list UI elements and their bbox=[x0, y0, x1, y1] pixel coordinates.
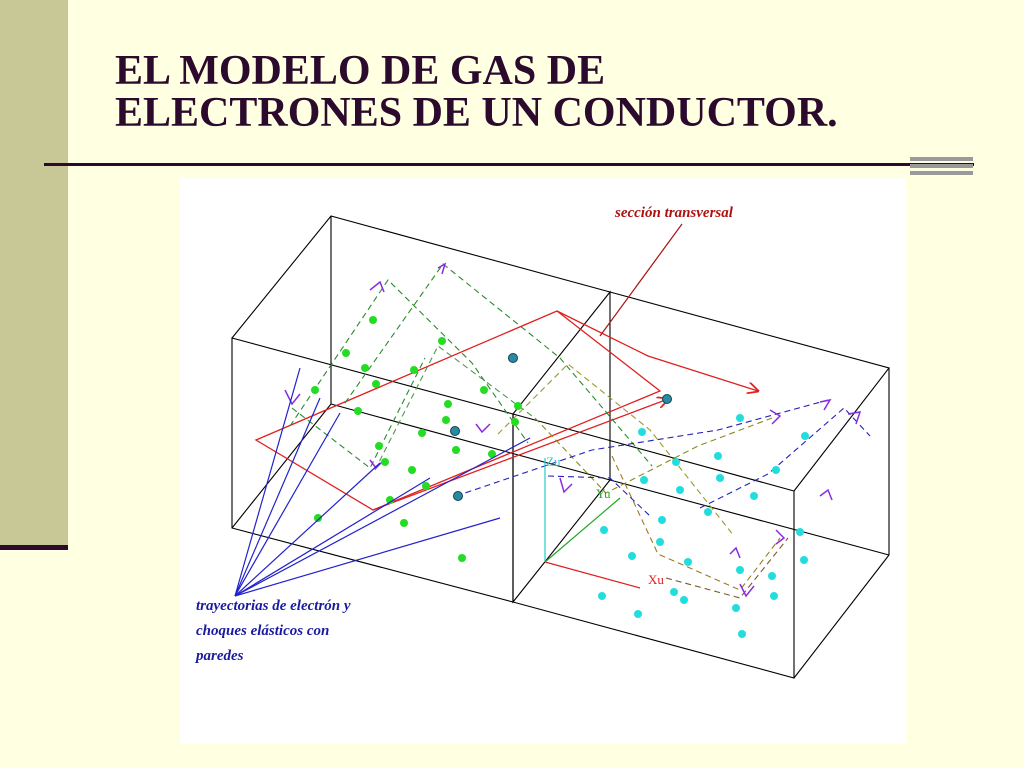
section-label: sección transversal bbox=[614, 205, 734, 221]
electron-dot bbox=[658, 516, 666, 524]
trajectory-label-line-1: trayectorias de electrón y bbox=[196, 598, 351, 614]
electron-dot bbox=[800, 556, 808, 564]
slide-title: EL MODELO DE GAS DE ELECTRONES DE UN CON… bbox=[115, 50, 838, 134]
electron-dot bbox=[442, 416, 450, 424]
leader-line bbox=[234, 437, 531, 597]
electron-dot bbox=[372, 380, 380, 388]
electron-dot bbox=[714, 452, 722, 460]
electron-trajectories bbox=[289, 263, 871, 599]
electron-dot bbox=[438, 337, 446, 345]
electron-dot bbox=[361, 364, 369, 372]
title-line-1: EL MODELO DE GAS DE bbox=[115, 48, 606, 94]
trajectory-leader-lines bbox=[234, 367, 531, 597]
electron-dot bbox=[684, 558, 692, 566]
electron-dot bbox=[511, 418, 519, 426]
electron-dot bbox=[670, 588, 678, 596]
electron-dot bbox=[400, 519, 408, 527]
electron-dot bbox=[768, 572, 776, 580]
leader-line bbox=[234, 412, 341, 597]
local-axes bbox=[544, 458, 641, 589]
electron-dot bbox=[408, 466, 416, 474]
tracked-electron-dot bbox=[662, 394, 672, 404]
electron-dot bbox=[736, 566, 744, 574]
axis-x-label: Xu bbox=[648, 572, 664, 587]
section-plane bbox=[254, 310, 758, 511]
corner-grey-bars bbox=[910, 157, 973, 178]
trajectory-label-line-2: choques elásticos con bbox=[196, 623, 329, 639]
electron-dot bbox=[422, 482, 430, 490]
electron-dot bbox=[640, 476, 648, 484]
electron-dot bbox=[458, 554, 466, 562]
electron-dot bbox=[342, 349, 350, 357]
title-line-2: ELECTRONES DE UN CONDUCTOR. bbox=[115, 90, 838, 136]
electron-dot bbox=[716, 474, 724, 482]
electron-dot bbox=[732, 604, 740, 612]
electron-dot bbox=[676, 486, 684, 494]
electron-dot bbox=[410, 366, 418, 374]
electron-dot bbox=[772, 466, 780, 474]
electron-dot bbox=[418, 429, 426, 437]
tracked-electron-dot bbox=[508, 353, 518, 363]
electron-dot bbox=[386, 496, 394, 504]
electron-dot bbox=[369, 316, 377, 324]
electron-dot bbox=[444, 400, 452, 408]
left-decor-band bbox=[0, 0, 68, 545]
electron-dot bbox=[770, 592, 778, 600]
electron-dot bbox=[311, 386, 319, 394]
tracked-electrons bbox=[450, 353, 672, 501]
leader-line bbox=[234, 462, 381, 597]
electron-dot bbox=[672, 458, 680, 466]
tracked-electron-dot bbox=[453, 491, 463, 501]
electron-dot bbox=[796, 528, 804, 536]
electron-dot bbox=[738, 630, 746, 638]
tracked-electron-dot bbox=[450, 426, 460, 436]
electron-dot bbox=[314, 514, 322, 522]
leader-line bbox=[234, 477, 431, 597]
electron-dot bbox=[634, 610, 642, 618]
leader-line bbox=[234, 367, 301, 597]
section-leader-line bbox=[599, 223, 683, 337]
electron-dot bbox=[600, 526, 608, 534]
axis-z-label: Zu bbox=[546, 454, 561, 469]
right-electrons bbox=[598, 414, 809, 638]
electron-dot bbox=[375, 442, 383, 450]
trajectory-label-line-3: paredes bbox=[194, 648, 244, 664]
electron-dot bbox=[656, 538, 664, 546]
axis-y-label: Yu bbox=[596, 486, 611, 501]
electron-dot bbox=[488, 450, 496, 458]
figure-panel: sección transversal trayectorias de elec… bbox=[180, 178, 906, 744]
electron-dot bbox=[638, 428, 646, 436]
title-underline bbox=[44, 163, 974, 166]
left-electrons bbox=[311, 316, 522, 562]
conductor-box bbox=[231, 215, 890, 679]
electron-dot bbox=[736, 414, 744, 422]
electron-dot bbox=[628, 552, 636, 560]
collision-arrows bbox=[284, 262, 862, 598]
electron-gas-diagram: sección transversal trayectorias de elec… bbox=[194, 205, 890, 679]
electron-dot bbox=[801, 432, 809, 440]
electron-dot bbox=[381, 458, 389, 466]
electron-dot bbox=[354, 407, 362, 415]
electron-dot bbox=[750, 492, 758, 500]
leader-line bbox=[234, 397, 321, 597]
electron-dot bbox=[452, 446, 460, 454]
electron-dot bbox=[680, 596, 688, 604]
electron-dot bbox=[704, 508, 712, 516]
electron-dot bbox=[514, 402, 522, 410]
electron-dot bbox=[598, 592, 606, 600]
left-decor-rule bbox=[0, 545, 68, 550]
electron-dot bbox=[480, 386, 488, 394]
leader-line bbox=[234, 517, 501, 597]
